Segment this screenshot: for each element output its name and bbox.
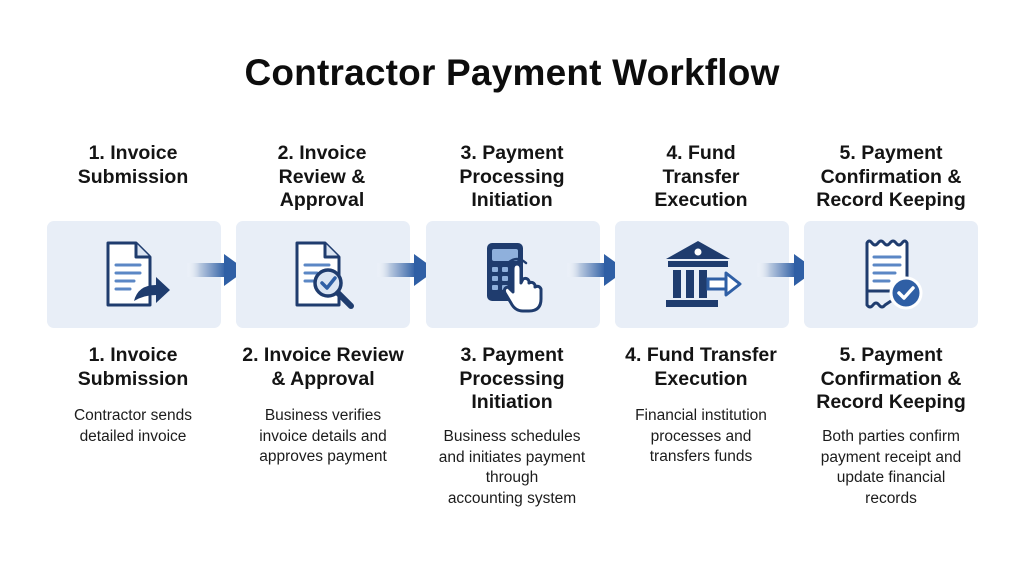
step-2-top-title: 2. Invoice Review & Approval [277,142,367,211]
step-2-description: Business verifies invoice details and ap… [259,407,387,465]
receipt-check-icon [865,239,923,309]
step-3-description: Business schedules and initiates payment… [438,428,586,507]
diagram-title: Contractor Payment Workflow [244,52,780,93]
flow-arrow-1 [186,254,246,286]
payment-terminal-tap-icon [487,242,543,312]
step-1-bottom-title: 1. Invoice Submission [77,344,189,390]
step-1-description: Contractor sends detailed invoice [73,407,193,445]
step-5-bottom-title: 5. Payment Confirmation & Record Keeping [816,344,966,413]
step-5-top-title: 5. Payment Confirmation & Record Keeping [816,142,966,211]
step-5-tile [804,221,978,328]
step-5-description: Both parties confirm payment receipt and… [820,428,962,507]
step-2-tile [236,221,410,328]
step-3-top-title: 3. Payment Processing Initiation [459,142,565,211]
document-search-check-icon [295,241,354,309]
bank-transfer-icon [666,240,742,307]
document-send-icon [106,241,170,306]
flow-arrow-2 [376,254,436,286]
step-4-description: Financial institution processes and tran… [635,407,767,465]
step-2-bottom-title: 2. Invoice Review & Approval [242,344,404,390]
step-4-bottom-title: 4. Fund Transfer Execution [625,344,777,390]
step-1-top-title: 1. Invoice Submission [77,142,189,188]
step-3-bottom-title: 3. Payment Processing Initiation [459,344,565,413]
step-4-top-title: 4. Fund Transfer Execution [654,142,748,211]
